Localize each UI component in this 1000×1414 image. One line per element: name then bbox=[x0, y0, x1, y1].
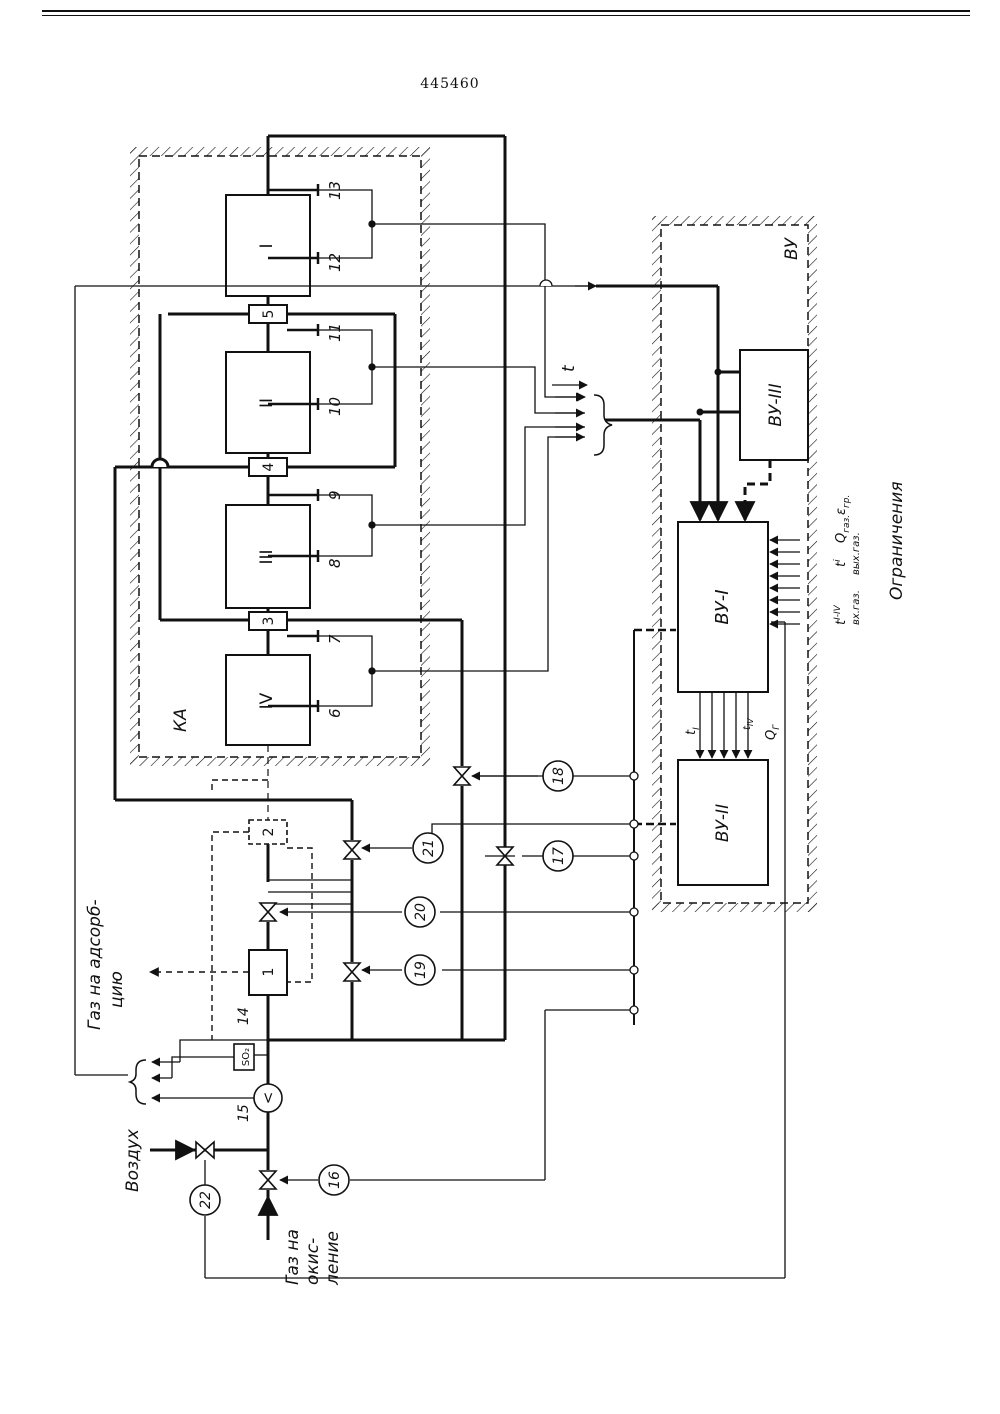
svg-text:15: 15 bbox=[236, 1104, 252, 1122]
reactor-stage-1: I bbox=[226, 195, 310, 296]
thermocouple-signal-lines bbox=[318, 190, 585, 706]
gas-to-oxidation-label-1: Газ на bbox=[283, 1229, 303, 1285]
computer-unit-vu1: ВУ-I bbox=[678, 522, 768, 692]
valves bbox=[196, 767, 513, 1189]
heat-exchanger-4: 4 bbox=[249, 458, 287, 476]
so2-analyzer: SO₂ 14 bbox=[234, 1007, 268, 1070]
svg-text:5: 5 bbox=[261, 310, 277, 319]
air-label: Воздух bbox=[123, 1128, 143, 1192]
valve-20 bbox=[260, 903, 276, 921]
svg-text:19: 19 bbox=[413, 961, 429, 979]
svg-text:вых.газ.: вых.газ. bbox=[851, 532, 862, 575]
junction-dot bbox=[697, 409, 704, 416]
thermo-arrowheads bbox=[552, 385, 587, 437]
flow-labels: Газ на адсорб- цию Воздух Газ на окис- л… bbox=[85, 899, 343, 1286]
thermo-brace bbox=[594, 395, 612, 455]
svg-text:QГ: QГ bbox=[764, 724, 782, 740]
svg-text:1: 1 bbox=[261, 968, 277, 977]
svg-text:10: 10 bbox=[326, 397, 344, 416]
gas-to-adsorption-label-1: Газ на адсорб- bbox=[85, 899, 105, 1030]
svg-text:3: 3 bbox=[261, 617, 277, 626]
svg-text:SO₂: SO₂ bbox=[241, 1048, 252, 1066]
svg-text:tI: tI bbox=[684, 727, 702, 735]
reactor-stage-2: II bbox=[226, 352, 310, 453]
heat-exchanger-2: 2 bbox=[249, 820, 287, 844]
svg-text:9: 9 bbox=[326, 490, 344, 500]
sensor-brace bbox=[130, 1060, 146, 1104]
svg-text:22: 22 bbox=[198, 1191, 214, 1209]
junction-dot bbox=[715, 369, 722, 376]
t-signal-label: t bbox=[559, 364, 579, 372]
regulator-22: 22 bbox=[190, 1185, 220, 1215]
svg-text:6: 6 bbox=[326, 708, 344, 718]
crossover bbox=[540, 280, 552, 286]
flow-sensor: < 15 bbox=[236, 1084, 282, 1122]
svg-text:Qгаз.: Qгаз. bbox=[834, 515, 852, 543]
regulator-18: 18 bbox=[543, 761, 573, 791]
vu-output-labels: tI tIV QГ bbox=[684, 718, 782, 740]
svg-text:13: 13 bbox=[326, 181, 344, 200]
svg-text:вх.газ.: вх.газ. bbox=[851, 590, 862, 625]
svg-text:21: 21 bbox=[421, 839, 437, 857]
regulator-20: 20 bbox=[405, 897, 435, 927]
svg-text:εгр.: εгр. bbox=[834, 495, 852, 515]
control-signal-buses bbox=[596, 286, 740, 520]
svg-text:8: 8 bbox=[326, 558, 344, 568]
control-region-label: ВУ bbox=[782, 236, 802, 260]
svg-text:tIV: tIV bbox=[742, 718, 755, 730]
svg-text:4: 4 bbox=[261, 462, 277, 471]
regulator-16: 16 bbox=[319, 1165, 349, 1195]
pipe-crossovers bbox=[152, 459, 168, 467]
reactor-stage-boxes: I II III IV bbox=[226, 195, 310, 820]
regulator-21: 21 bbox=[413, 833, 443, 863]
heat-exchanger-1: 1 bbox=[249, 950, 287, 995]
constraints-label: Ограничения bbox=[887, 481, 907, 600]
thermocouple-labels: 13 12 11 10 9 8 7 6 bbox=[326, 181, 344, 718]
svg-text:7: 7 bbox=[326, 634, 344, 644]
svg-text:<: < bbox=[259, 1092, 277, 1105]
valve-22 bbox=[196, 1142, 214, 1158]
svg-text:ВУ-III: ВУ-III bbox=[766, 383, 786, 426]
svg-text:18: 18 bbox=[551, 767, 567, 785]
gas-to-adsorption-label-2: цию bbox=[107, 971, 127, 1008]
svg-text:ВУ-II: ВУ-II bbox=[713, 804, 733, 842]
vu1-to-vu2-signals bbox=[700, 692, 748, 758]
constraint-labels: tI-IV вх.газ. ti вых.газ. Qгаз. εгр. Огр… bbox=[833, 481, 907, 625]
regulator-17: 17 bbox=[543, 841, 573, 871]
heat-exchanger-5: 5 bbox=[249, 305, 287, 323]
svg-text:ВУ-I: ВУ-I bbox=[712, 589, 733, 624]
svg-text:12: 12 bbox=[326, 253, 344, 272]
computer-unit-vu3: ВУ-III bbox=[740, 350, 808, 460]
gas-to-oxidation-label-3: ление bbox=[323, 1231, 343, 1286]
svg-text:2: 2 bbox=[261, 828, 277, 837]
constraint-inputs bbox=[770, 540, 800, 624]
svg-text:tI-IV: tI-IV bbox=[833, 604, 849, 625]
reactor-region-label: КА bbox=[171, 708, 191, 732]
valve-18 bbox=[454, 767, 470, 785]
regulator-actuator-lines bbox=[268, 776, 538, 1180]
vu3-to-vu1-link bbox=[745, 460, 770, 520]
heat-exchanger-3: 3 bbox=[249, 612, 287, 630]
valve-19 bbox=[344, 963, 360, 981]
regulator-19: 19 bbox=[405, 955, 435, 985]
svg-text:I: I bbox=[257, 243, 277, 248]
computer-unit-vu2: ВУ-II bbox=[678, 760, 768, 885]
svg-text:16: 16 bbox=[327, 1171, 343, 1189]
svg-text:20: 20 bbox=[413, 903, 429, 921]
valve-16 bbox=[260, 1171, 276, 1189]
valve-21 bbox=[344, 841, 360, 859]
svg-text:14: 14 bbox=[236, 1007, 252, 1025]
svg-text:11: 11 bbox=[326, 323, 344, 342]
gas-to-oxidation-label-2: окис- bbox=[303, 1238, 323, 1285]
svg-text:ti: ti bbox=[833, 559, 849, 567]
regulators: 18 17 21 20 19 16 bbox=[190, 761, 573, 1215]
reactor-stage-4: IV bbox=[226, 655, 310, 745]
svg-text:17: 17 bbox=[551, 847, 567, 865]
